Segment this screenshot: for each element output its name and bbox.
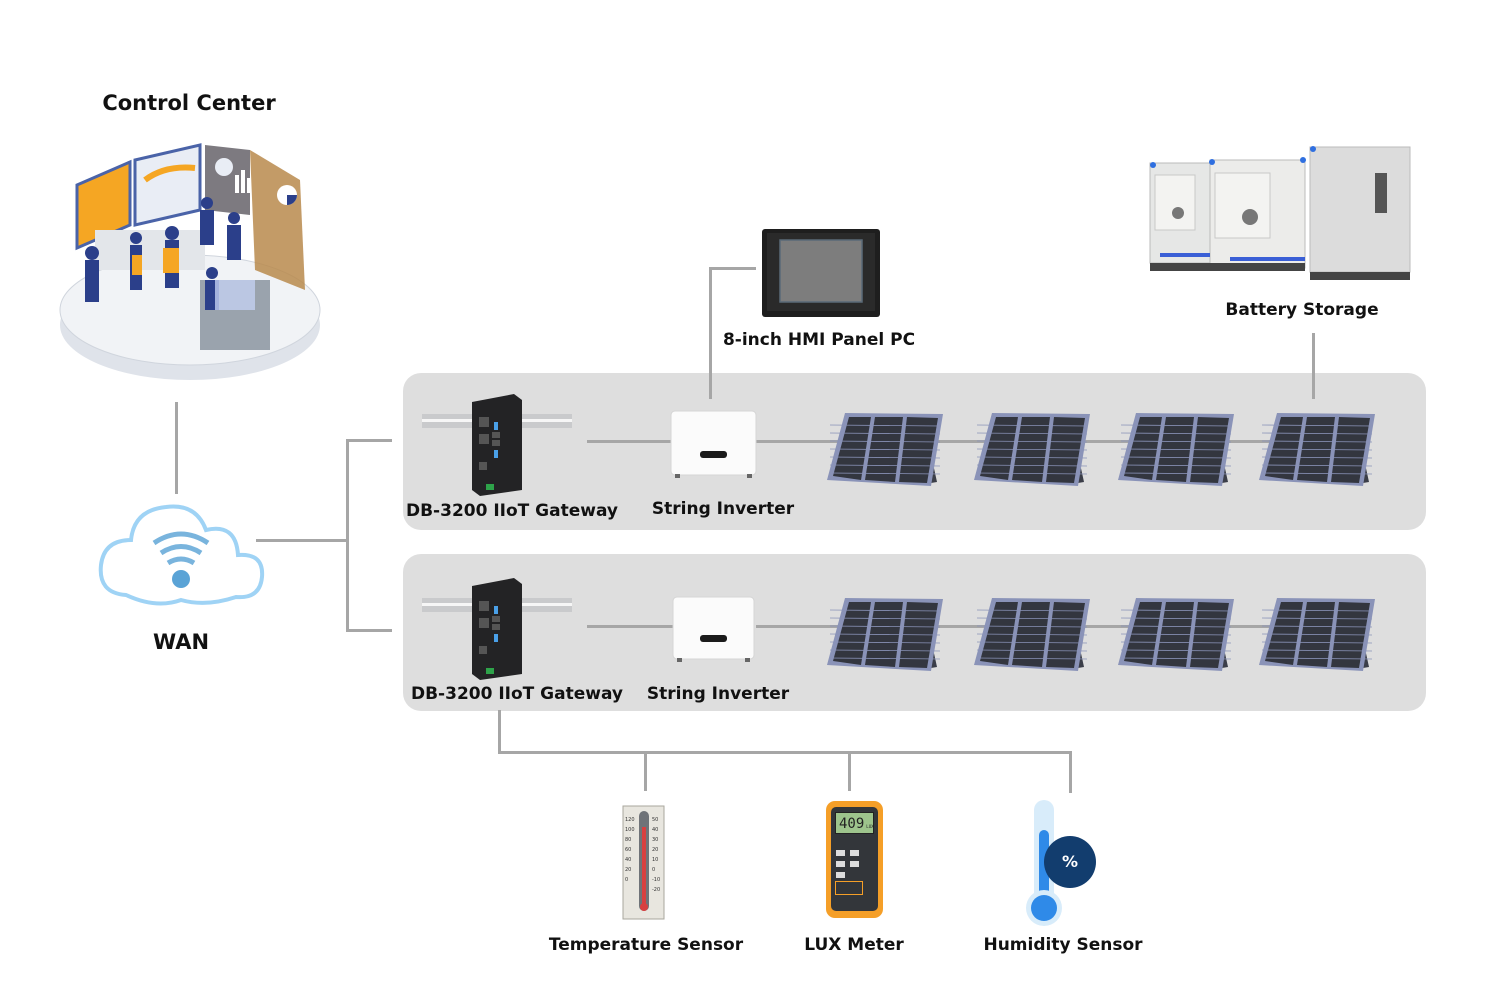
gateway-label-row2: DB-3200 IIoT Gateway xyxy=(410,684,624,704)
lux-reading: 409 xyxy=(839,816,865,832)
battery-storage-icon[interactable] xyxy=(1149,135,1415,285)
thermometer-tick-right: -10 xyxy=(652,877,660,883)
solar-panel-row1-2[interactable] xyxy=(972,410,1092,490)
wan-label: WAN xyxy=(152,630,210,654)
solar-panel-row2-1[interactable] xyxy=(825,595,945,675)
thermometer-tick-left: 80 xyxy=(625,837,631,843)
thermometer-tick-left: 100 xyxy=(625,827,635,833)
inverter-icon-row2[interactable] xyxy=(672,596,759,665)
line-hmi-to-inverter xyxy=(709,267,712,399)
wan-cloud-icon xyxy=(98,504,265,606)
thermometer-tick-right: 10 xyxy=(652,857,658,863)
humidity-sensor-icon[interactable]: % xyxy=(1024,800,1099,930)
thermometer-tick-right: -20 xyxy=(652,887,660,893)
solar-panel-row2-3[interactable] xyxy=(1116,595,1236,675)
solar-panel-row1-1[interactable] xyxy=(825,410,945,490)
thermometer-tick-left: 120 xyxy=(625,817,635,823)
line-bus-vertical xyxy=(346,439,349,632)
thermometer-tick-right: 20 xyxy=(652,847,658,853)
gateway-label-row1: DB-3200 IIoT Gateway xyxy=(405,501,619,521)
humidity-badge: % xyxy=(1044,836,1096,888)
line-bus-to-temperature xyxy=(644,751,647,791)
control-center-illustration xyxy=(59,143,321,380)
thermometer-tick-left: 0 xyxy=(625,877,628,883)
lux-unit: LUX xyxy=(866,824,874,829)
line-bus-to-humidity xyxy=(1069,751,1072,793)
temperature-sensor-label: Temperature Sensor xyxy=(548,935,744,955)
inverter-label-row1: String Inverter xyxy=(651,499,795,519)
solar-panel-row2-2[interactable] xyxy=(972,595,1092,675)
hmi-label: 8-inch HMI Panel PC xyxy=(722,330,916,350)
thermometer-tick-right: 0 xyxy=(652,867,655,873)
line-row2-gateway-inverter xyxy=(587,625,673,628)
line-bus-to-row1 xyxy=(346,439,392,442)
thermometer-tick-right: 30 xyxy=(652,837,658,843)
solar-panel-row1-4[interactable] xyxy=(1257,410,1377,490)
line-bus-to-row2 xyxy=(346,629,392,632)
thermometer-tick-right: 50 xyxy=(652,817,658,823)
gateway-icon-row1[interactable] xyxy=(422,392,574,498)
thermometer-tick-left: 60 xyxy=(625,847,631,853)
thermometer-tick-left: 40 xyxy=(625,857,631,863)
line-sensor-bus xyxy=(498,751,1072,754)
battery-storage-label: Battery Storage xyxy=(1225,300,1379,320)
thermometer-tick-left: 20 xyxy=(625,867,631,873)
humidity-sensor-label: Humidity Sensor xyxy=(983,935,1143,955)
line-bus-to-lux xyxy=(848,751,851,791)
line-wan-to-bus xyxy=(256,539,348,542)
line-control-to-wan xyxy=(175,402,178,494)
line-gateway-to-sensors xyxy=(498,710,501,753)
lux-meter-label: LUX Meter xyxy=(804,935,904,955)
inverter-icon-row1[interactable] xyxy=(670,410,757,479)
line-row1-gateway-inverter xyxy=(587,440,671,443)
line-hmi-horizontal xyxy=(709,267,756,270)
solar-panel-row1-3[interactable] xyxy=(1116,410,1236,490)
solar-panel-row2-4[interactable] xyxy=(1257,595,1377,675)
control-center-label: Control Center xyxy=(102,91,276,115)
gateway-icon-row2[interactable] xyxy=(422,576,574,682)
hmi-panel-icon[interactable] xyxy=(762,229,880,317)
percent-icon: % xyxy=(1061,852,1079,871)
line-battery-to-panel xyxy=(1312,333,1315,399)
inverter-label-row2: String Inverter xyxy=(646,684,790,704)
thermometer-tick-right: 40 xyxy=(652,827,658,833)
